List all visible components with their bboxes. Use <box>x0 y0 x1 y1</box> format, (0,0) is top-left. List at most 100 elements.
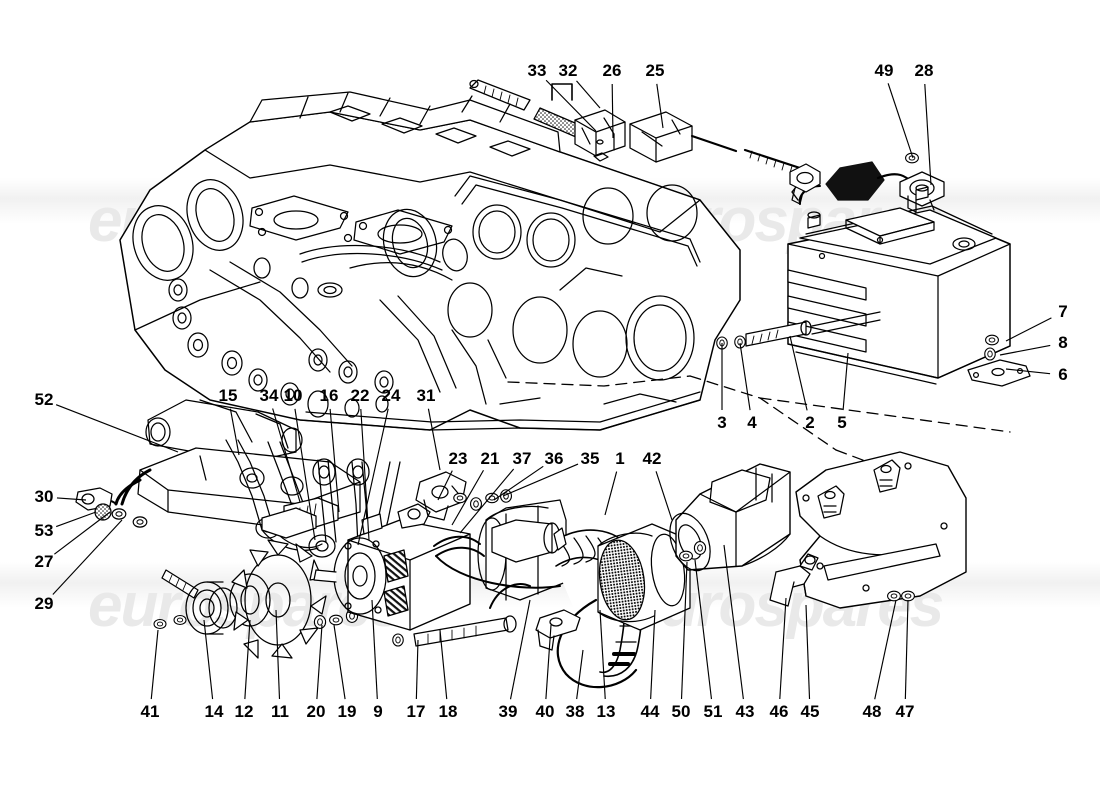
leader-line-10 <box>294 408 316 541</box>
leader-line-36 <box>493 465 544 501</box>
leader-line-21 <box>451 469 485 526</box>
callout-45: 45 <box>800 702 820 721</box>
leader-line-5 <box>842 352 849 411</box>
leader-line-50 <box>680 561 688 700</box>
callout-47: 47 <box>895 702 915 721</box>
leader-line-4 <box>739 342 751 411</box>
callout-46: 46 <box>769 702 789 721</box>
callout-8: 8 <box>1058 333 1068 352</box>
callout-49: 49 <box>874 61 894 80</box>
leader-line-49 <box>887 83 914 159</box>
leader-line-42 <box>655 471 673 521</box>
callout-38: 38 <box>565 702 585 721</box>
callout-1: 1 <box>615 449 625 468</box>
callout-11: 11 <box>271 702 289 721</box>
callout-53: 53 <box>34 521 54 540</box>
leader-line-25 <box>656 83 664 129</box>
leader-line-40 <box>545 624 552 700</box>
leader-line-14 <box>203 619 214 700</box>
callout-33: 33 <box>527 61 547 80</box>
leader-line-34 <box>272 408 301 503</box>
leader-line-39 <box>509 599 531 700</box>
callout-36: 36 <box>544 449 564 468</box>
callout-14: 14 <box>204 702 224 721</box>
leader-line-23 <box>437 470 453 501</box>
callout-16: 16 <box>319 386 339 405</box>
callout-31: 31 <box>416 386 436 405</box>
callout-6: 6 <box>1058 365 1068 384</box>
callout-12: 12 <box>234 702 254 721</box>
callout-21: 21 <box>480 449 500 468</box>
callout-5: 5 <box>837 413 847 432</box>
leader-line-13 <box>599 609 606 700</box>
leader-line-33 <box>545 79 597 132</box>
callout-10: 10 <box>283 386 303 405</box>
callout-24: 24 <box>381 386 401 405</box>
leader-line-30 <box>56 497 87 501</box>
callout-3: 3 <box>717 413 727 432</box>
callout-7: 7 <box>1058 302 1068 321</box>
callout-2: 2 <box>805 413 815 432</box>
leader-line-18 <box>439 629 448 700</box>
leader-line-29 <box>52 519 123 595</box>
leader-line-20 <box>316 624 323 700</box>
callout-34: 34 <box>259 386 279 405</box>
callout-30: 30 <box>34 487 54 506</box>
leader-line-12 <box>244 619 251 700</box>
leader-line-28 <box>924 83 932 186</box>
leader-line-31 <box>427 408 441 471</box>
leader-line-37 <box>459 468 515 534</box>
callout-51: 51 <box>703 702 723 721</box>
callout-35: 35 <box>580 449 600 468</box>
callout-42: 42 <box>642 449 662 468</box>
callout-39: 39 <box>498 702 518 721</box>
callout-4: 4 <box>747 413 757 432</box>
callout-52: 52 <box>34 390 54 409</box>
leader-line-35 <box>502 463 579 497</box>
leader-line-11 <box>275 609 281 700</box>
callout-25: 25 <box>645 61 665 80</box>
callout-43: 43 <box>735 702 755 721</box>
leader-line-2 <box>789 335 808 411</box>
callout-48: 48 <box>862 702 882 721</box>
callout-29: 29 <box>34 594 54 613</box>
leader-line-46 <box>779 597 787 700</box>
leader-line-48 <box>874 599 897 700</box>
leader-line-24 <box>357 408 389 546</box>
leader-line-16 <box>329 408 340 513</box>
leader-line-9 <box>371 599 378 700</box>
leader-line-19 <box>333 624 346 700</box>
callout-44: 44 <box>640 702 660 721</box>
callout-32: 32 <box>558 61 578 80</box>
leader-line-47 <box>904 599 909 700</box>
callout-23: 23 <box>448 449 468 468</box>
leader-line-44 <box>650 609 656 700</box>
leader-line-53 <box>56 511 97 528</box>
callout-17: 17 <box>406 702 426 721</box>
leader-line-43 <box>723 544 744 700</box>
leader-line-17 <box>415 639 419 700</box>
leader-line-27 <box>54 511 111 555</box>
callout-15: 15 <box>218 386 238 405</box>
callout-37: 37 <box>512 449 532 468</box>
callout-41: 41 <box>140 702 160 721</box>
callout-13: 13 <box>596 702 616 721</box>
leader-line-6 <box>1005 368 1051 375</box>
leader-line-26 <box>611 83 614 139</box>
leader-line-38 <box>576 649 584 700</box>
callout-40: 40 <box>535 702 555 721</box>
leader-line-8 <box>999 344 1051 356</box>
callout-18: 18 <box>438 702 458 721</box>
callout-19: 19 <box>337 702 357 721</box>
callout-22: 22 <box>350 386 370 405</box>
leader-line-22 <box>360 408 370 541</box>
leader-line-41 <box>150 629 159 700</box>
leader-line-15 <box>229 408 240 456</box>
callout-50: 50 <box>671 702 691 721</box>
leader-line-7 <box>1005 317 1052 342</box>
callout-27: 27 <box>34 552 54 571</box>
leader-line-52 <box>55 404 179 453</box>
leader-line-45 <box>805 604 811 700</box>
